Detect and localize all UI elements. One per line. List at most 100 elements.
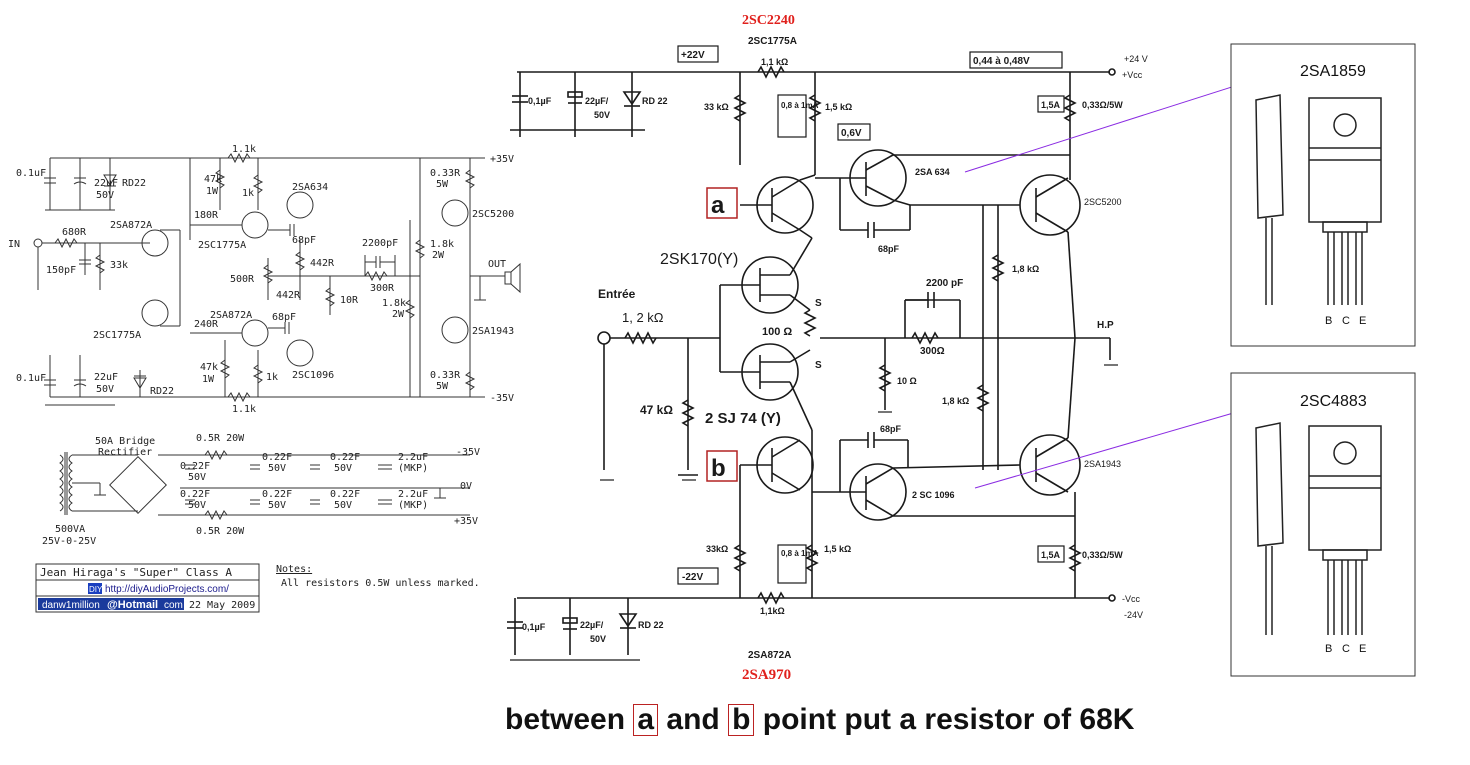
cap-label: 22uF xyxy=(94,178,118,189)
vcc-neg-label: -24V xyxy=(1124,610,1143,620)
transistor-label: 2SA872A xyxy=(210,310,252,321)
current-label: 1,5A xyxy=(1041,550,1061,560)
original-bottom: 2SA872A xyxy=(748,650,791,661)
resistor-label: 1, 2 kΩ xyxy=(622,310,664,325)
transistor-label: 2SA634 xyxy=(292,182,328,193)
resistor-label: 300Ω xyxy=(920,346,945,357)
rail-label: +35V xyxy=(490,154,514,165)
cap-label: 0.22F xyxy=(330,452,360,463)
resistor-label: 10R xyxy=(340,295,359,306)
original-top: 2SC1775A xyxy=(748,36,797,47)
transistor-label: 2 SC 1096 xyxy=(912,490,955,500)
ab-boxes xyxy=(706,187,738,482)
resistor-label: 1.1k xyxy=(232,144,256,155)
cap-label: 68pF xyxy=(292,235,316,246)
cap-label: 2.2uF xyxy=(398,489,428,500)
pin-label: B xyxy=(1325,315,1332,327)
resistor-label: 47k xyxy=(204,174,222,185)
cap-label: 0.1uF xyxy=(16,373,46,384)
resistor-label: 2W xyxy=(432,250,445,261)
resistor-label: 0.5R 20W xyxy=(196,526,245,537)
cap-label: (MKP) xyxy=(398,500,428,511)
cap-label: 0.22F xyxy=(180,461,210,472)
main-schematic-labels: 2SC2240 2SC1775A 2SA970 2SA872A +22V -22… xyxy=(522,13,1148,683)
transistor-label: 2SA 634 xyxy=(915,167,950,177)
speaker-label: H.P xyxy=(1097,320,1114,331)
cap-label: 68pF xyxy=(272,312,296,323)
pin-label: C xyxy=(1342,643,1350,655)
resistor-label: 47k xyxy=(200,362,218,373)
current-label: 0,8 à 1mA xyxy=(781,549,819,558)
current-label: 1,5A xyxy=(1041,100,1061,110)
pin-label: E xyxy=(1359,643,1366,655)
cap-label: 50V xyxy=(96,384,114,395)
credits-url[interactable]: http://diyAudioProjects.com/ xyxy=(105,584,229,595)
bridge-label: Rectifier xyxy=(98,447,152,458)
transformer-label: 25V-0-25V xyxy=(42,536,96,547)
cap-label: 2200 pF xyxy=(926,278,963,289)
resistor-label: 33 kΩ xyxy=(704,102,729,112)
diode-label: RD22 xyxy=(122,178,146,189)
resistor-label: 1W xyxy=(206,186,219,197)
cap-label: 0.22F xyxy=(330,489,360,500)
resistor-label: 0.33R xyxy=(430,168,461,179)
resistor-label: 33kΩ xyxy=(706,544,728,554)
rail-label: 0V xyxy=(460,481,472,492)
transistor-label: 2SA1943 xyxy=(1084,459,1121,469)
cap-label: 22µF/ xyxy=(585,96,609,106)
vcc-neg-label: -Vcc xyxy=(1122,594,1141,604)
cap-label: 68pF xyxy=(880,424,902,434)
cap-label: 50V xyxy=(96,190,114,201)
credits-email-user: danw1million xyxy=(42,600,100,611)
main-boxes xyxy=(677,45,1065,585)
transistor-label: 2SC5200 xyxy=(1084,197,1122,207)
cap-label: 50V xyxy=(334,463,352,474)
vbias-label: 0,44 à 0,48V xyxy=(973,56,1030,67)
notes-label: Notes: xyxy=(276,564,312,575)
resistor-label: 0.33R xyxy=(430,370,461,381)
resistor-label: 1,1kΩ xyxy=(760,606,785,616)
vcc-pos-label: +Vcc xyxy=(1122,70,1143,80)
resistor-label: 1.8k xyxy=(382,298,406,309)
resistor-label: 0.5R 20W xyxy=(196,433,245,444)
footnote-post: point put a resistor of 68K xyxy=(762,703,1135,736)
source-label: S xyxy=(815,360,822,371)
resistor-label: 442R xyxy=(276,290,301,301)
replacement-bottom: 2SA970 xyxy=(742,667,791,683)
cap-label: 22uF xyxy=(94,372,118,383)
jfet-n-label: 2SK170(Y) xyxy=(660,251,738,268)
footnote-mid: and xyxy=(666,703,720,736)
resistor-label: 5W xyxy=(436,381,449,392)
main-schematic xyxy=(507,65,1118,661)
cap-label: 50V xyxy=(268,500,286,511)
output-label: OUT xyxy=(488,259,506,270)
cap-label: 0,1µF xyxy=(528,96,552,106)
pot-label: 500R xyxy=(230,274,255,285)
credits-title: Jean Hiraga's "Super" Class A xyxy=(40,566,232,579)
jfet-p-label: 2 SJ 74 (Y) xyxy=(705,410,781,427)
zener-label: RD 22 xyxy=(638,620,664,630)
cap-label: 0.22F xyxy=(262,489,292,500)
v-pos-label: +22V xyxy=(681,50,705,61)
cap-label: 50V xyxy=(590,634,606,644)
credits-email-domain: @Hotmail xyxy=(107,599,158,611)
resistor-label: 33k xyxy=(110,260,128,271)
pot-label: 100 Ω xyxy=(762,326,792,338)
input-label: Entrée xyxy=(598,287,636,301)
resistor-label: 0,33Ω/5W xyxy=(1082,100,1123,110)
resistor-label: 442R xyxy=(310,258,335,269)
package-box-1: 2SA1859 B C E xyxy=(1230,43,1416,347)
footnote-point-b: b xyxy=(728,704,755,736)
resistor-label: 1,5 kΩ xyxy=(825,102,852,112)
pin-label: B xyxy=(1325,643,1332,655)
cap-label: 2200pF xyxy=(362,238,398,249)
transformer-label: 500VA xyxy=(55,524,85,535)
cap-label: 50V xyxy=(188,500,206,511)
resistor-label: 1,5 kΩ xyxy=(824,544,851,554)
cap-label: 22µF/ xyxy=(580,620,604,630)
resistor-label: 1.8k xyxy=(430,239,454,250)
psu-labels: 50A Bridge Rectifier 0.5R 20W 0.5R 20W 5… xyxy=(42,433,480,547)
cap-label: 2.2uF xyxy=(398,452,428,463)
resistor-label: 680R xyxy=(62,227,87,238)
